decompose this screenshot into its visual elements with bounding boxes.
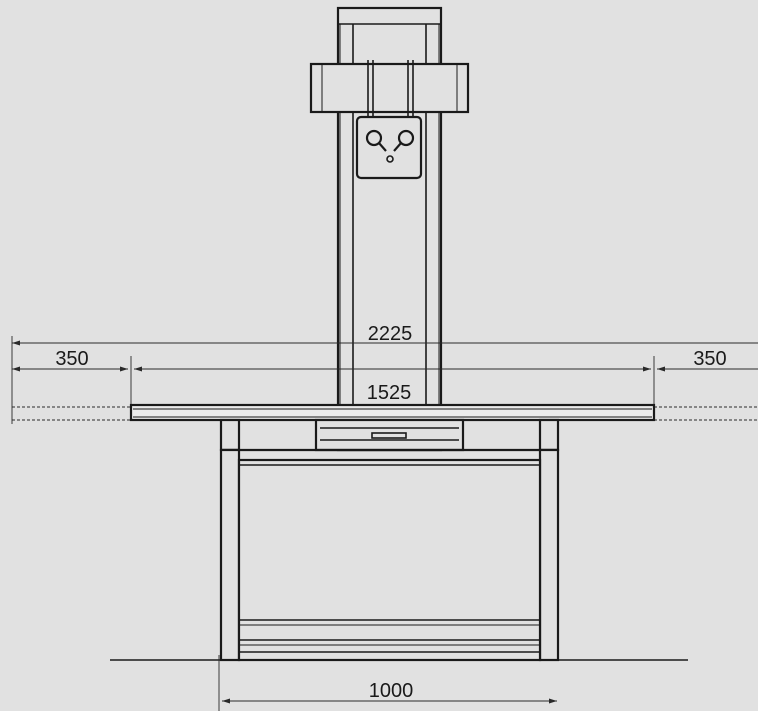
dimension-label-right-350: 350 — [693, 348, 726, 370]
dimension-table-top-row: 350 350 1525 — [12, 348, 758, 420]
bucky-tray — [314, 418, 465, 452]
tube-carriage — [309, 60, 470, 118]
dimension-label-1000: 1000 — [369, 680, 414, 702]
dimension-base-width: 1000 — [218, 655, 557, 711]
table-base — [219, 418, 560, 662]
control-knobs-icon — [365, 129, 415, 163]
dimension-label-left-350: 350 — [55, 348, 88, 370]
control-panel — [355, 115, 423, 180]
dimension-label-2225: 2225 — [368, 323, 413, 345]
dimension-label-1525: 1525 — [367, 382, 412, 404]
dimension-total-width: 2225 — [11, 323, 758, 424]
table-top — [12, 403, 758, 422]
